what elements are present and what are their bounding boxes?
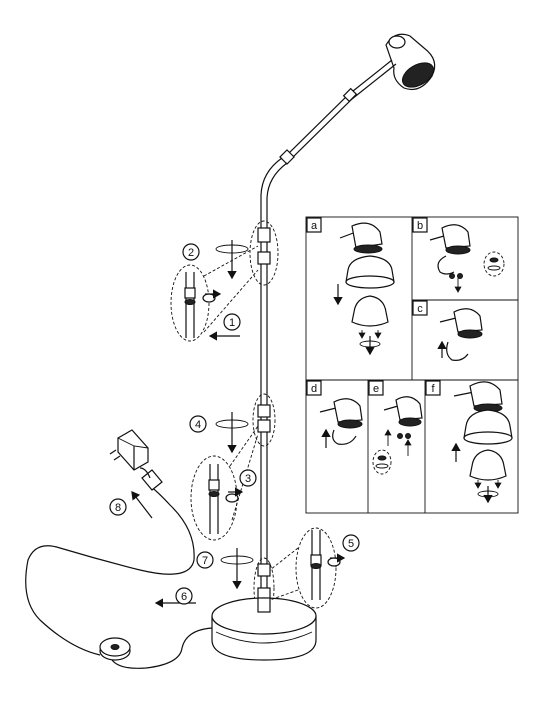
svg-text:4: 4 [195, 419, 201, 431]
panel-c: c [412, 300, 483, 361]
svg-text:e: e [373, 383, 379, 395]
panel-f: f [425, 380, 513, 504]
step-badge-7: 7 [196, 551, 214, 569]
svg-text:c: c [417, 303, 423, 315]
svg-text:3: 3 [245, 473, 251, 485]
svg-text:6: 6 [181, 591, 187, 603]
svg-text:a: a [311, 220, 318, 232]
panel-a: a [306, 217, 395, 356]
lamp-base [211, 597, 317, 661]
detail-inset-1 [170, 245, 259, 342]
step-badge-2: 2 [182, 243, 200, 261]
upper-arm [279, 59, 397, 165]
power-cord [25, 429, 213, 669]
svg-text:1: 1 [229, 317, 235, 329]
svg-text:f: f [431, 383, 435, 395]
step-badge-3: 3 [239, 469, 257, 487]
gooseneck [260, 157, 288, 212]
svg-text:d: d [311, 383, 317, 395]
step-badge-8: 8 [109, 498, 127, 516]
svg-text:8: 8 [115, 502, 121, 514]
subpanel-grid [305, 216, 519, 514]
lamp-head [385, 33, 436, 91]
step-badge-1: 1 [223, 313, 241, 331]
svg-text:7: 7 [202, 555, 208, 567]
svg-text:2: 2 [188, 247, 194, 259]
direction-arrows [131, 240, 346, 608]
step-badge-6: 6 [175, 587, 193, 605]
step-badge-5: 5 [342, 534, 360, 552]
step-badge-4: 4 [189, 415, 207, 433]
svg-text:b: b [417, 220, 423, 232]
panel-e: e [368, 380, 423, 475]
panel-d: d [306, 380, 363, 448]
panel-b: b [412, 217, 505, 293]
svg-text:5: 5 [348, 538, 354, 550]
detail-inset-5 [269, 527, 341, 609]
lamp-pole [249, 212, 279, 619]
